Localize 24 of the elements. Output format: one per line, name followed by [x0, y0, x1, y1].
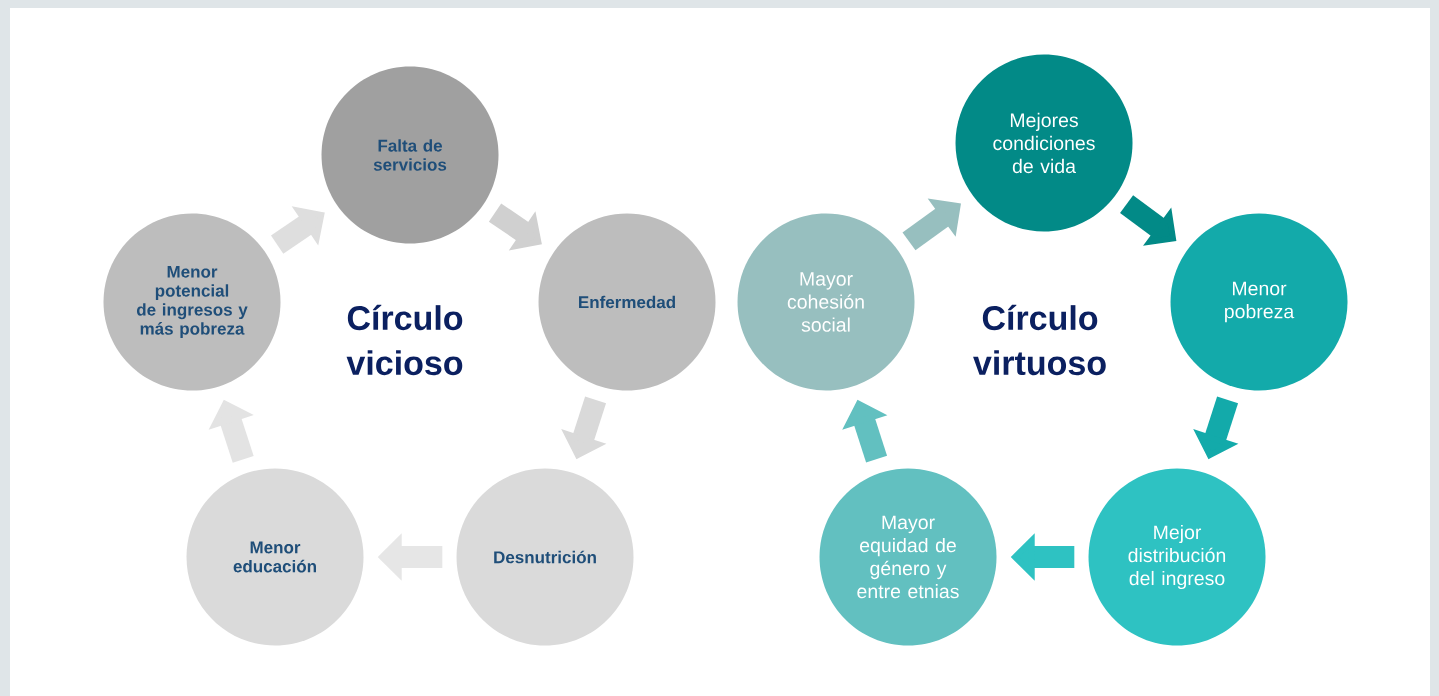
circle-node: [737, 213, 915, 391]
circle-node: [456, 468, 634, 646]
node-text: Menor pobreza: [1225, 281, 1295, 323]
node-text: Mayor equidad de género y entre etnias: [857, 515, 959, 599]
node-text: Enfermedad: [579, 295, 675, 309]
node-text: Menor potencial de ingresos y más pobreza: [136, 265, 248, 339]
node-text: Mejores condiciones de vida: [993, 112, 1095, 174]
node-text: Falta de servicios: [373, 139, 447, 171]
circle-node: [321, 66, 499, 244]
node-text: Desnutrición: [494, 550, 596, 564]
circle-node: [819, 468, 997, 646]
circle-node: [955, 54, 1133, 232]
block-arrow: [902, 198, 961, 251]
node-text: Menor educación: [233, 541, 316, 573]
node-text: Mejor distribución del ingreso: [1128, 524, 1226, 590]
circle-node: [103, 213, 281, 391]
heading-text: Círculo vicioso: [346, 304, 463, 376]
heading-text: Círculo virtuoso: [973, 304, 1106, 376]
circle-node: [186, 468, 364, 646]
circle-node: [538, 213, 716, 391]
circle-node: [1088, 468, 1266, 646]
circle-node: [1170, 213, 1348, 391]
block-arrow: [271, 206, 325, 254]
node-text: Mayor cohesión social: [787, 272, 864, 332]
